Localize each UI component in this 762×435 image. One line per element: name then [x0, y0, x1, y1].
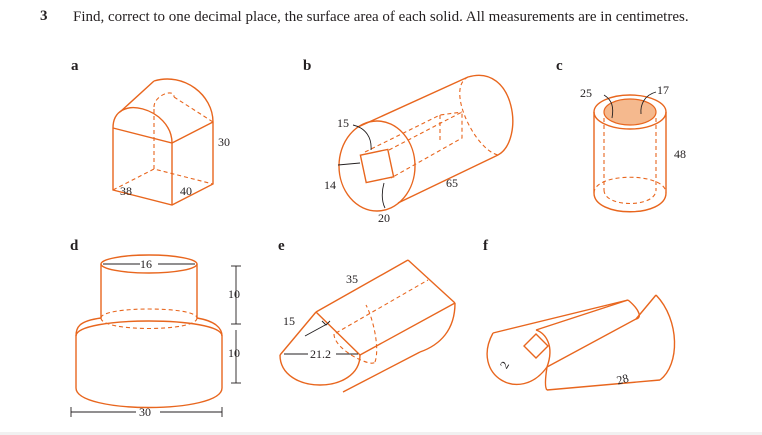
- part-label-b: b: [303, 58, 312, 74]
- solid-c: 25 17 48: [580, 83, 686, 213]
- dim-e-35: 35: [346, 272, 358, 286]
- solid-d: 16 10 10 30: [70, 254, 241, 419]
- question-number: 3: [40, 8, 48, 24]
- dim-b-14: 14: [324, 178, 336, 192]
- dim-f-28: 28: [615, 371, 630, 388]
- dim-b-65: 65: [446, 176, 458, 190]
- dim-d-10-lower: 10: [228, 346, 240, 360]
- dim-f-2: 2: [497, 359, 512, 371]
- dim-b-15: 15: [337, 116, 349, 130]
- dim-d-16: 16: [140, 257, 152, 271]
- solid-e: 35 15 21.2: [279, 259, 456, 393]
- dim-a-40: 40: [180, 184, 192, 198]
- dim-c-17: 17: [657, 83, 669, 97]
- dim-a-30: 30: [218, 135, 230, 149]
- dim-d-30: 30: [139, 405, 151, 419]
- dim-e-15: 15: [283, 314, 295, 328]
- dim-c-48: 48: [674, 147, 686, 161]
- part-label-e: e: [278, 238, 285, 254]
- solid-f: 2 28: [486, 294, 676, 391]
- dim-c-25: 25: [580, 86, 592, 100]
- dim-d-10-upper: 10: [228, 287, 240, 301]
- solid-a: 30 38 40: [112, 78, 230, 206]
- dim-a-38: 38: [120, 184, 132, 198]
- dim-e-21-2: 21.2: [310, 347, 331, 361]
- part-label-d: d: [70, 238, 79, 254]
- part-label-f: f: [483, 238, 488, 254]
- dim-b-20: 20: [378, 211, 390, 225]
- page-bottom-rule: [0, 432, 762, 435]
- part-label-a: a: [71, 58, 79, 74]
- solid-b: 15 14 20 65: [324, 74, 514, 225]
- question-text: Find, correct to one decimal place, the …: [73, 9, 689, 25]
- part-label-c: c: [556, 58, 563, 74]
